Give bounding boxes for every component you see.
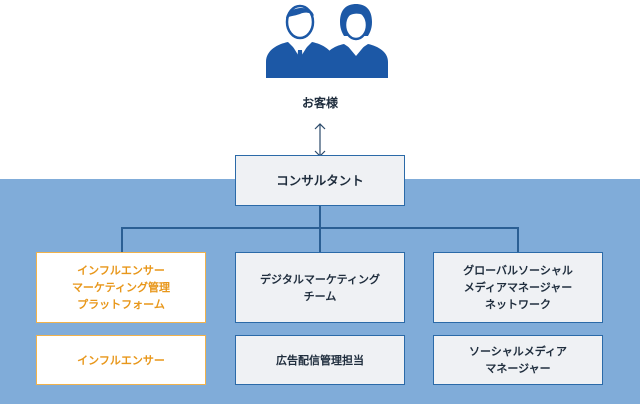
ad-delivery-manager-box: 広告配信管理担当 [235, 335, 405, 385]
consultant-box: コンサルタント [235, 155, 405, 206]
influencer-box: インフルエンサー [36, 335, 206, 385]
connector-left [121, 227, 123, 253]
digital-marketing-team-box: デジタルマーケティング チーム [235, 252, 405, 323]
global-social-media-network-box: グローバルソーシャル メディアマネージャー ネットワーク [433, 252, 603, 323]
social-media-manager-box: ソーシャルメディア マネージャー [433, 335, 603, 385]
influencer-platform-box: インフルエンサー マーケティング管理 プラットフォーム [36, 252, 206, 323]
connector-right [517, 227, 519, 253]
connector-trunk [319, 206, 321, 228]
people-icon [266, 4, 388, 78]
customer-label: お客様 [301, 96, 338, 110]
bidirectional-arrow-icon [314, 123, 326, 157]
connector-center [319, 227, 321, 253]
